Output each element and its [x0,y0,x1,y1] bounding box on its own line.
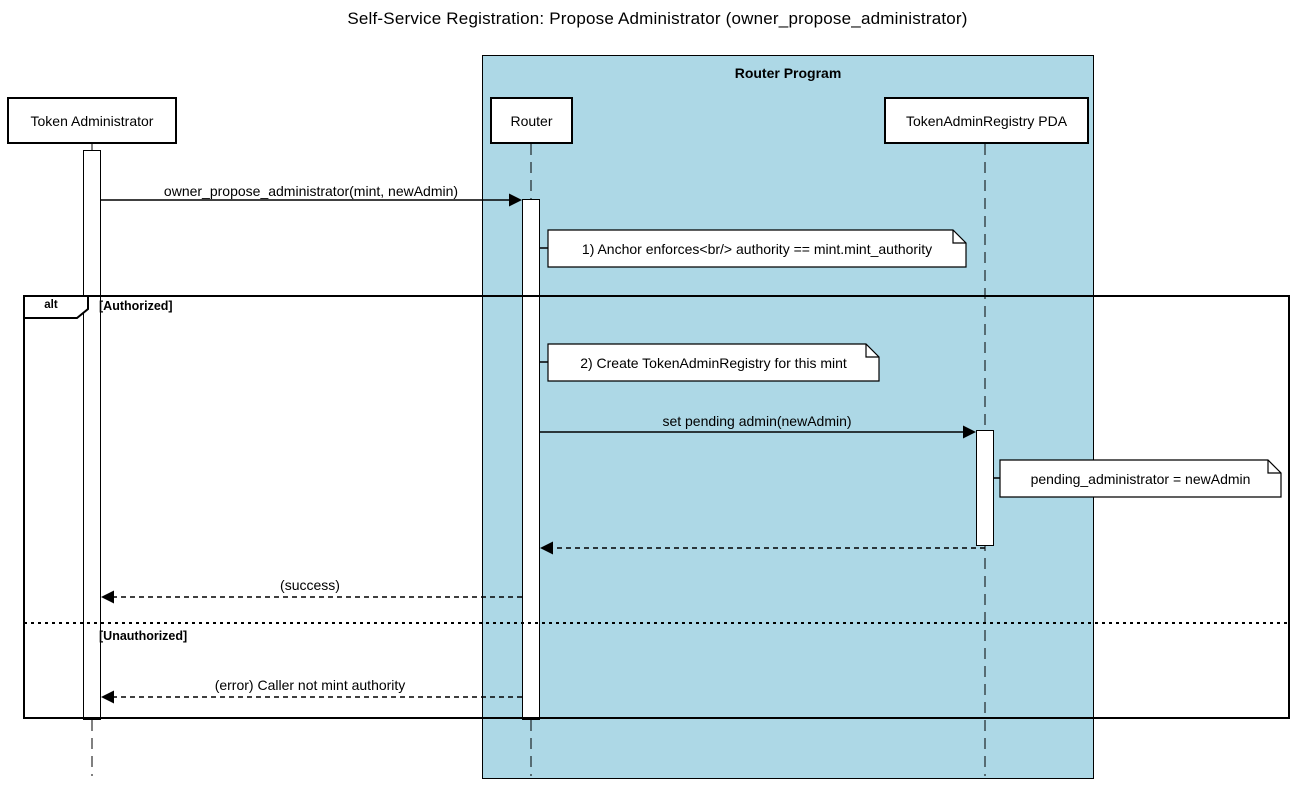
note-1-shape [547,229,967,268]
message-label-set-pending-admin: set pending admin(newAdmin) [662,413,852,429]
arrowhead-error [101,690,114,704]
note-1-fold-icon [952,230,966,244]
router-program-label: Router Program [734,65,842,81]
arrowhead-propose [509,193,522,207]
alt-operator-label: alt [44,299,58,311]
note-2-fold-icon [865,344,879,358]
note-3-text: pending_administrator = newAdmin [1030,470,1251,487]
router-program-container [482,55,1094,779]
arrowhead-registry-return [540,541,553,555]
arrowhead-set-pending-admin [963,425,976,439]
actor-box-token-administrator: Token Administrator [7,97,177,144]
activation-token-administrator [83,150,101,720]
note-2-shape [547,343,880,382]
alt-condition-authorized: [Authorized] [99,299,173,313]
message-label-success: (success) [280,577,340,593]
note-3-shape [999,459,1282,498]
diagram-title: Self-Service Registration: Propose Admin… [347,9,968,28]
note-1-text: 1) Anchor enforces<br/> authority == min… [581,240,933,257]
alt-condition-unauthorized: [Unauthorized] [99,629,188,643]
actor-box-token-admin-registry-pda: TokenAdminRegistry PDA [884,97,1089,144]
activation-router [522,199,540,720]
actor-label-token-admin-registry-pda: TokenAdminRegistry PDA [905,112,1068,129]
alt-frame [23,295,1290,719]
arrowhead-success [101,590,114,604]
activation-token-admin-registry-pda [976,430,994,546]
note-3-fold-icon [1267,460,1281,474]
message-label-propose: owner_propose_administrator(mint, newAdm… [163,183,459,199]
alt-operator-tab [23,295,89,319]
actor-label-token-administrator: Token Administrator [30,112,154,129]
actor-box-router: Router [490,97,573,144]
message-label-error: (error) Caller not mint authority [214,677,406,693]
actor-label-router: Router [510,112,553,129]
note-2-text: 2) Create TokenAdminRegistry for this mi… [580,354,847,371]
